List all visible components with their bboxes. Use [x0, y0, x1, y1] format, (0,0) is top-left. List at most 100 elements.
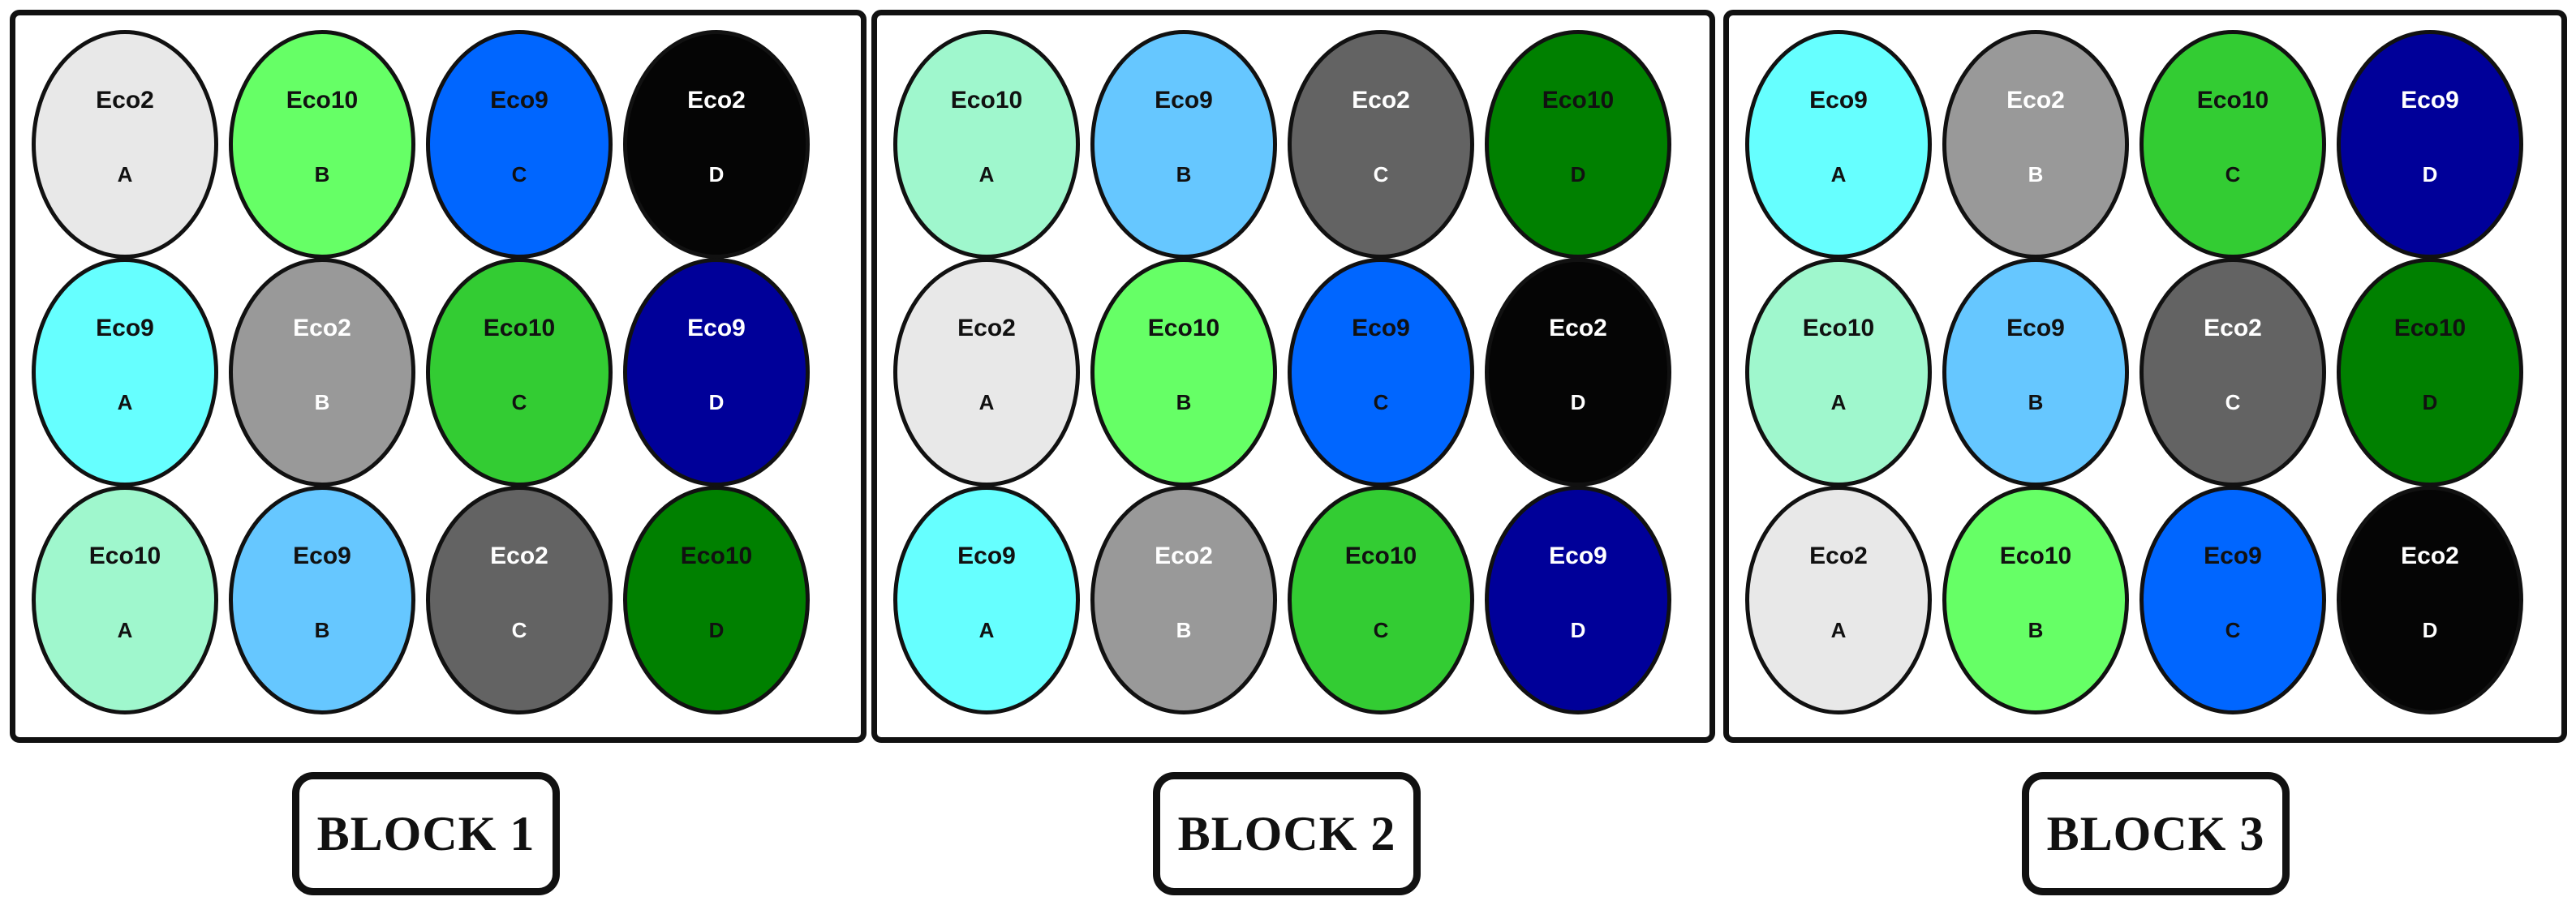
well-treatment-label: B	[1176, 389, 1192, 414]
well-treatment-label: C	[2225, 389, 2241, 414]
well-treatment-label: D	[2422, 161, 2438, 187]
well-ecotype-label: Eco10	[483, 315, 556, 342]
well-treatment-label: A	[117, 617, 133, 642]
well-treatment-label: A	[978, 617, 995, 642]
well-ecotype-label: Eco9	[490, 87, 548, 114]
well-treatment-label: C	[2225, 617, 2241, 642]
well-treatment-label: D	[2422, 389, 2438, 414]
well-ecotype-label: Eco10	[950, 87, 1023, 114]
well-treatment-label: B	[1176, 161, 1192, 187]
well-treatment-label: B	[314, 389, 330, 414]
well-treatment-label: A	[1830, 617, 1847, 642]
well-treatment-label: C	[1373, 389, 1389, 414]
well-treatment-label: A	[117, 161, 133, 187]
well-treatment-label: D	[2422, 617, 2438, 642]
well-ecotype-label: Eco9	[1549, 543, 1607, 570]
well-ecotype-label: Eco9	[2204, 543, 2262, 570]
well-ecotype-label: Eco10	[2196, 87, 2269, 114]
well-ecotype-label: Eco10	[1802, 315, 1875, 342]
well-ecotype-label: Eco10	[1542, 87, 1615, 114]
well-treatment-label: A	[1830, 389, 1847, 414]
well-treatment-label: D	[1570, 161, 1586, 187]
well-ecotype-label: Eco9	[687, 315, 746, 342]
well-ecotype-label: Eco2	[1155, 543, 1213, 570]
well-ecotype-label: Eco2	[1809, 543, 1868, 570]
well-ecotype-label: Eco2	[957, 315, 1016, 342]
well-treatment-label: C	[2225, 161, 2241, 187]
well-treatment-label: C	[511, 161, 527, 187]
well-treatment-label: B	[1176, 617, 1192, 642]
well-ecotype-label: Eco9	[1155, 87, 1213, 114]
well-ecotype-label: Eco10	[286, 87, 359, 114]
well-treatment-label: B	[314, 161, 330, 187]
well-treatment-label: D	[1570, 617, 1586, 642]
well-ecotype-label: Eco2	[1352, 87, 1410, 114]
well-ecotype-label: Eco9	[96, 315, 154, 342]
well-ecotype-label: Eco9	[2401, 87, 2459, 114]
block-2-label: BLOCK 2	[1153, 772, 1421, 895]
well-treatment-label: D	[708, 161, 725, 187]
well-treatment-label: A	[978, 161, 995, 187]
well-ecotype-label: Eco10	[1344, 543, 1417, 570]
well-ecotype-label: Eco9	[1809, 87, 1868, 114]
well-ecotype-label: Eco10	[1999, 543, 2072, 570]
well-treatment-label: A	[117, 389, 133, 414]
well-ecotype-label: Eco2	[2204, 315, 2262, 342]
well-treatment-label: C	[1373, 617, 1389, 642]
well-ecotype-label: Eco2	[293, 315, 351, 342]
well-ecotype-label: Eco9	[2006, 315, 2065, 342]
well-treatment-label: A	[978, 389, 995, 414]
block-1-label: BLOCK 1	[292, 772, 560, 895]
well-ecotype-label: Eco2	[1549, 315, 1607, 342]
well-treatment-label: C	[511, 389, 527, 414]
well-ecotype-label: Eco10	[1147, 315, 1220, 342]
well-treatment-label: B	[2028, 389, 2044, 414]
well-ecotype-label: Eco2	[490, 543, 548, 570]
well-ecotype-label: Eco9	[957, 543, 1016, 570]
well-treatment-label: D	[708, 389, 725, 414]
well-ecotype-label: Eco2	[2401, 543, 2459, 570]
well-ecotype-label: Eco2	[96, 87, 154, 114]
well-treatment-label: B	[314, 617, 330, 642]
well-treatment-label: C	[511, 617, 527, 642]
well-treatment-label: B	[2028, 617, 2044, 642]
well-ecotype-label: Eco10	[680, 543, 753, 570]
well-ecotype-label: Eco2	[2006, 87, 2065, 114]
well-ecotype-label: Eco10	[88, 543, 161, 570]
